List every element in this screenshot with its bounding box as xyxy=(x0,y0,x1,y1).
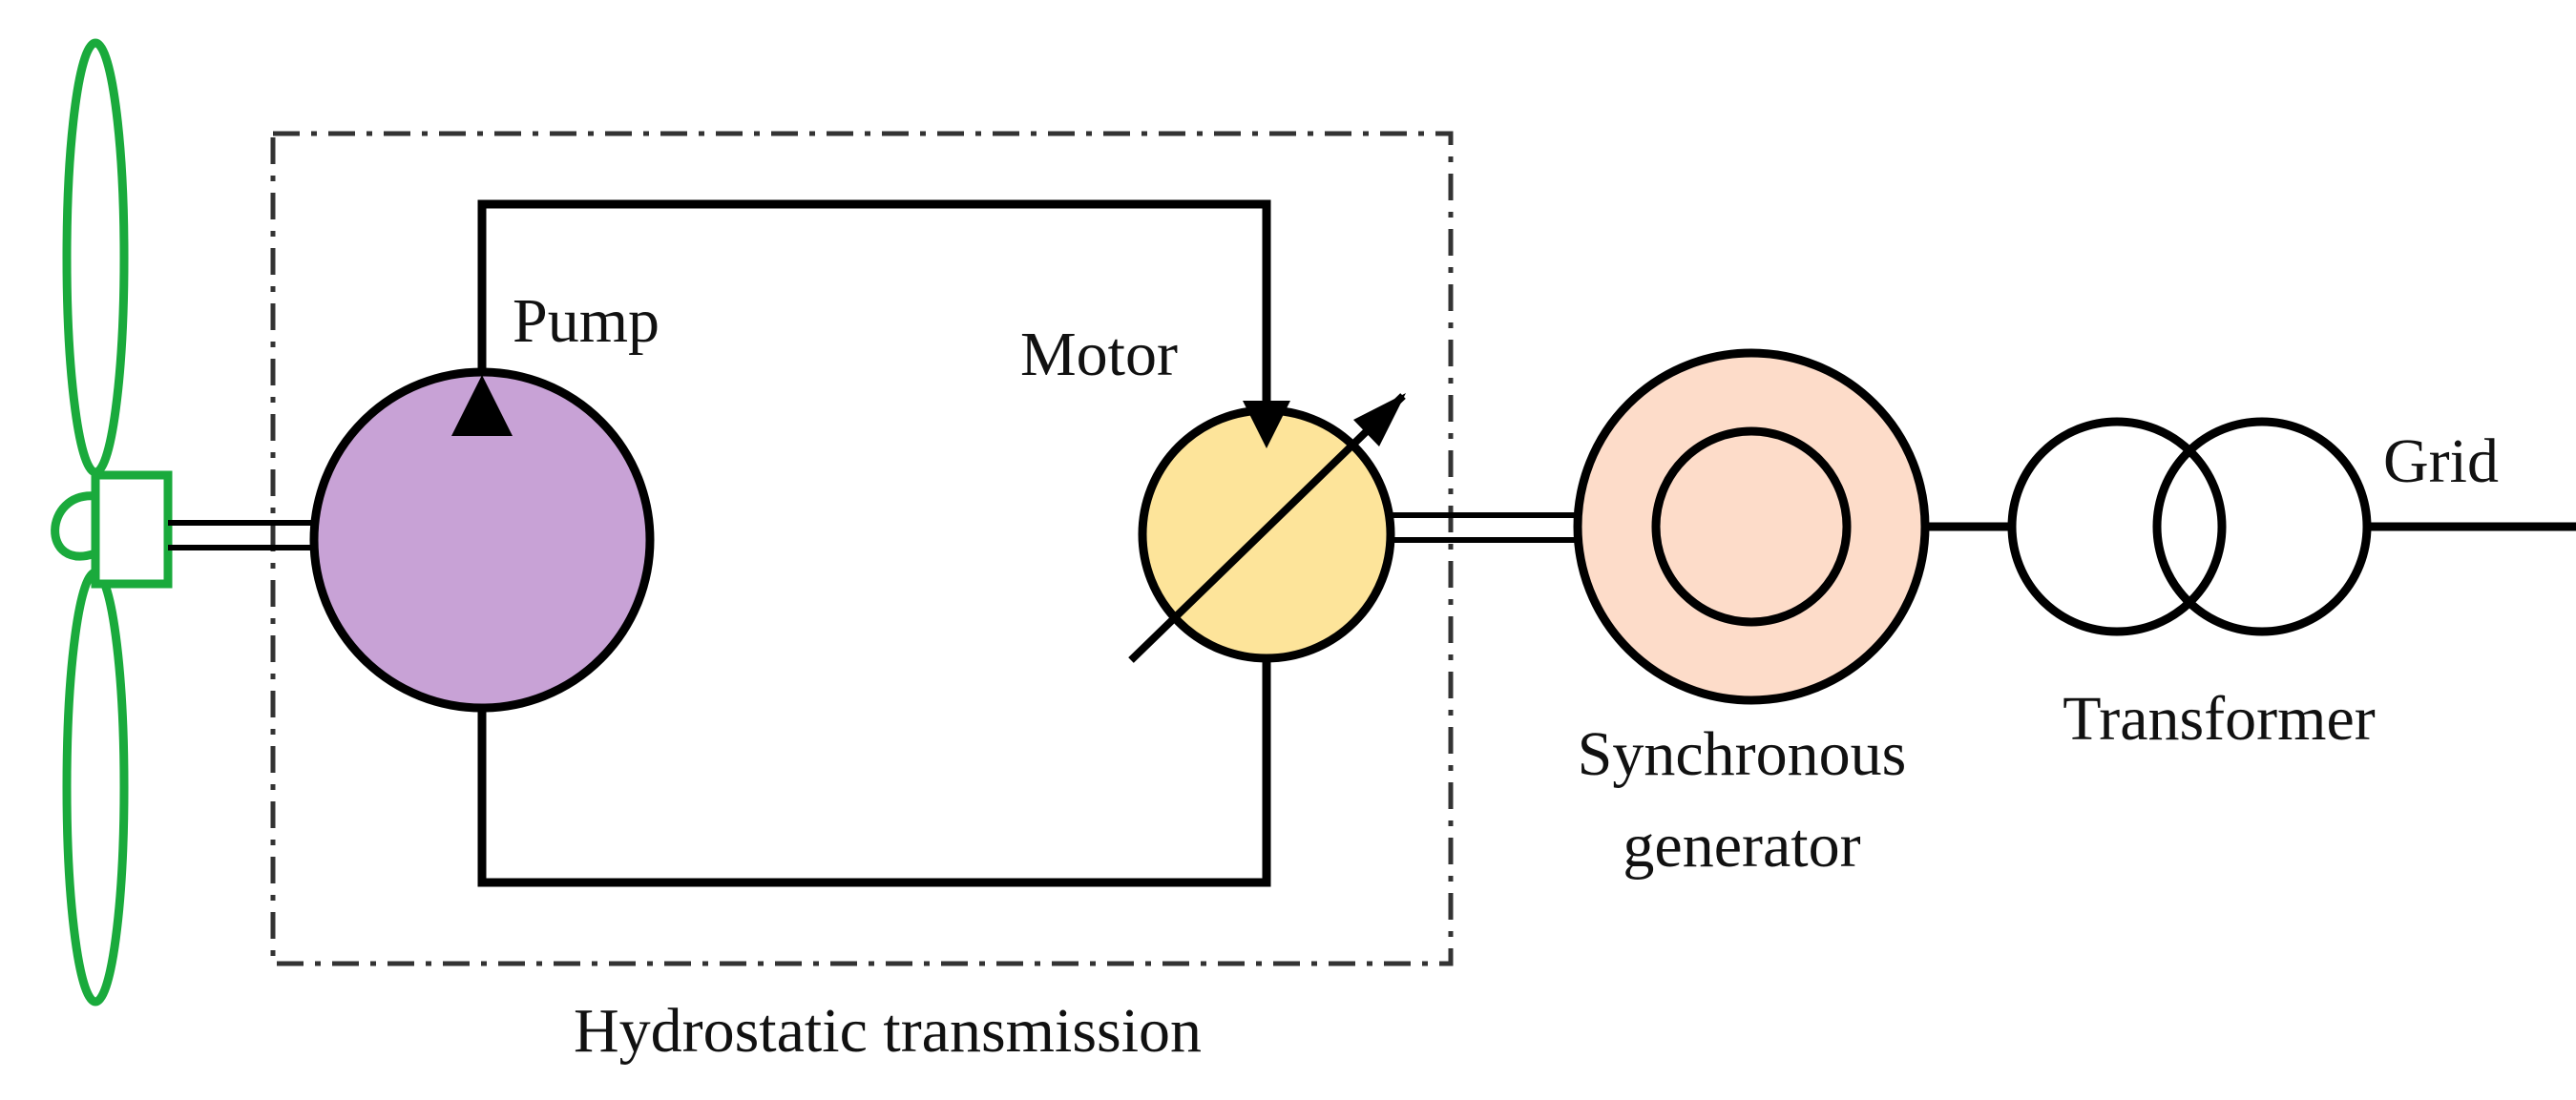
turbine-blade-left xyxy=(51,491,97,561)
turbine-hub xyxy=(91,470,173,589)
generator-label-line2: generator xyxy=(1623,811,1860,881)
turbine-blade-top xyxy=(62,38,129,477)
synchronous-generator-symbol xyxy=(1573,348,1930,705)
generator-label-line1: Synchronous xyxy=(1578,719,1907,789)
rotor-shaft xyxy=(168,520,317,550)
transformer-label: Transformer xyxy=(2063,684,2376,754)
pump-label: Pump xyxy=(513,286,660,356)
motor-variable-arrowhead xyxy=(1353,393,1406,446)
motor-arrow-icon xyxy=(1243,401,1290,448)
generator-rotor xyxy=(1651,426,1852,627)
transformer-symbol xyxy=(2007,417,2372,636)
motor-label: Motor xyxy=(1020,320,1178,389)
pump-symbol xyxy=(309,367,655,713)
hydraulic-line-bottom xyxy=(477,658,1271,887)
hydraulic-line-top xyxy=(477,199,1271,439)
transformer-secondary-winding xyxy=(2152,417,2372,636)
wind-turbine-rotor-icon xyxy=(51,38,173,1007)
pump-arrow-icon xyxy=(451,375,513,436)
grid-label: Grid xyxy=(2383,426,2499,496)
transformer-primary-winding xyxy=(2007,417,2227,636)
hst-label: Hydrostatic transmission xyxy=(574,996,1202,1066)
turbine-blade-bottom xyxy=(62,568,129,1007)
generator-stator xyxy=(1573,348,1930,705)
motor-variable-stroke xyxy=(1128,393,1406,663)
